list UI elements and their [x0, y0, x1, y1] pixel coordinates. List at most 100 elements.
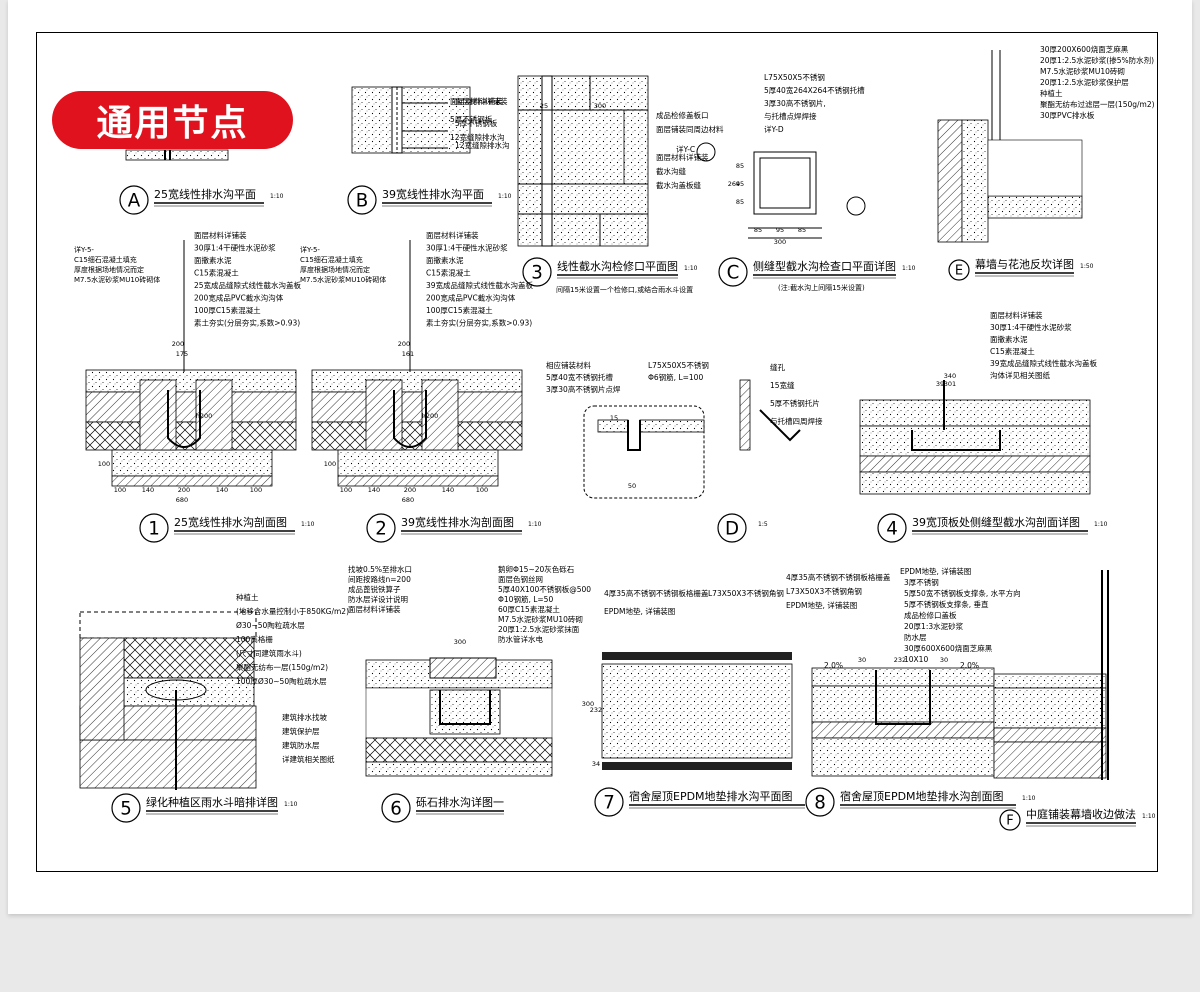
note-c3: 间隔15米设置一个检修口,或结合雨水斗设置	[556, 285, 693, 294]
tag-scale: 1:10	[1142, 813, 1156, 820]
detail-A-plan	[125, 149, 229, 161]
label-s5-0: 种植土	[236, 592, 259, 602]
tag-title: 宿舍屋顶EPDM地垫排水沟剖面图	[840, 789, 1004, 803]
label-d-5: 缝孔	[770, 362, 785, 372]
label-c3-4: 截水沟缝	[656, 166, 686, 176]
tag-title: 39宽线性排水沟平面	[382, 187, 484, 201]
label-c-4: 详Y-D	[764, 124, 784, 134]
label-s1-1: C15细石混凝土填充	[74, 255, 137, 264]
label-d-2: 3厚30高不锈钢片点焊	[546, 384, 621, 394]
tag-number: F	[1006, 814, 1013, 829]
tag-scale: 1:10	[498, 193, 512, 200]
dim-s2-4: 100	[340, 486, 352, 494]
dim-s6-0: 300	[454, 638, 466, 646]
tag-scale: 1:10	[301, 521, 315, 528]
detail-F	[993, 570, 1109, 780]
label-f-5: 20厚1:3水泥砂浆	[904, 621, 964, 631]
label-s5-1: (地移含水量控制小于850KG/m2)	[236, 606, 349, 616]
tag-scale: 1:10	[1022, 795, 1036, 802]
labels-s4: 面层材料详铺装30厚1:4干硬性水泥砂浆面撒素水泥C15素混凝土39宽成品缝隙式…	[990, 310, 1098, 380]
label-s8-1: L73X50X3不锈钢角钢	[786, 586, 862, 596]
tag-title: 幕墙与花池反坎详图	[975, 257, 1074, 271]
label-s5-4: (尺寸同建筑雨水斗)	[236, 648, 302, 658]
tag-circle	[717, 513, 747, 543]
label-s1-9: 200宽成品PVC截水沟沟体	[194, 293, 284, 303]
dim-s4-2: 39	[936, 380, 944, 388]
dim-s2-5: 140	[368, 486, 380, 494]
label-s2-11: 素土夯实(分层夯实,系数>0.93)	[426, 318, 532, 328]
labels-e: 30厚200X600烧面芝麻黑20厚1:2.5水泥砂浆(掺5%防水剂)M7.5水…	[1040, 44, 1155, 120]
label-s1-8: 25宽成品缝隙式线性截水沟盖板	[194, 280, 302, 290]
tag-number: B	[356, 190, 368, 211]
tag-circle	[805, 787, 835, 817]
section-6	[365, 657, 553, 777]
label-s6-9: 60厚C15素混凝土	[498, 604, 560, 614]
tag-circle	[948, 259, 970, 281]
tag-circle	[347, 185, 377, 215]
label-c3-5: 截水沟盖板缝	[656, 180, 701, 190]
labels-s5: 种植土(地移含水量控制小于850KG/m2)Ø30~50陶粒疏水层100高格栅(…	[236, 592, 349, 764]
tag-title: 绿化种植区雨水斗暗排详图	[146, 795, 278, 809]
label-f-6: 防水层	[904, 632, 927, 642]
label-s4-0: 面层材料详铺装	[990, 310, 1043, 320]
dim-s1-4: 100	[114, 486, 126, 494]
label-s8-4: 2.0%	[960, 661, 979, 670]
label-c3-1: 面层铺装同周边材料	[656, 124, 724, 134]
dim-s8-1: 232	[894, 656, 906, 664]
label-s8-0: 4厚35高不锈钢不锈钢板格栅盖	[786, 572, 891, 582]
dim-s2-2: h200	[422, 412, 439, 420]
label-e-0: 30厚200X600烧面芝麻黑	[1040, 44, 1129, 54]
dim-s2-3: 100	[324, 460, 336, 468]
section-5	[79, 611, 257, 790]
label-s6-8: Φ10钢筋, L=50	[498, 594, 553, 604]
label-e-3: 20厚1:2.5水泥砂浆保护层	[1040, 77, 1129, 87]
dim-s7-2: 34	[592, 760, 600, 768]
label-b-1: 5厚不锈钢板	[455, 118, 498, 128]
label-f-0: EPDM地垫, 详铺装图	[900, 566, 971, 576]
tag-scale: 1:10	[684, 265, 698, 272]
tag-title: 39宽线性排水沟剖面图	[401, 515, 514, 529]
label-s7-2: L73X50X3不锈钢角钢	[708, 588, 784, 598]
label-d-1: 5厚40宽不锈钢托槽	[546, 372, 613, 382]
tag-scale: 1:50	[1080, 263, 1094, 270]
label-f-2: 5厚50宽不锈钢板支撑条, 水平方向	[904, 588, 1021, 598]
dim-c-4: 85	[736, 162, 744, 170]
label-s2-0: 详Y-5-	[300, 245, 320, 254]
tag-number: 2	[375, 518, 387, 539]
labels-s8: 4厚35高不锈钢不锈钢板格栅盖 L73X50X3不锈钢角钢 EPDM地垫, 详铺装图…	[786, 572, 979, 670]
label-s1-3: M7.5水泥砂浆MU10砖砌体	[74, 275, 160, 284]
tag-title: 25宽线性排水沟平面	[154, 187, 256, 201]
dim-s4-0: 340	[944, 372, 956, 380]
label-s2-7: C15素混凝土	[426, 268, 471, 278]
label-b-2: 12宽缝隙排水沟	[455, 140, 510, 150]
tag-scale: 1:10	[528, 521, 542, 528]
tag-circle	[718, 257, 748, 287]
label-s4-2: 面撒素水泥	[990, 334, 1028, 344]
label-s8-2: EPDM地垫, 详铺装图	[786, 600, 857, 610]
label-s5-2: Ø30~50陶粒疏水层	[236, 620, 305, 630]
label-a-0: 面层材料详铺装	[450, 96, 503, 106]
dim-c-2: 85	[798, 226, 806, 234]
tag-number: 3	[531, 262, 543, 283]
tag-scale: 1:10	[1094, 521, 1108, 528]
label-s2-5: 30厚1:4干硬性水泥砂浆	[426, 243, 508, 253]
dim-c-6: 85	[736, 198, 744, 206]
label-d-7: 5厚不锈钢托片	[770, 398, 820, 408]
dim-d-1: 15	[610, 414, 618, 422]
tag-number: A	[128, 190, 141, 211]
tag-s7: 7宿舍屋顶EPDM地垫排水沟平面图1:5	[594, 787, 821, 817]
dim-s1-3: 100	[98, 460, 110, 468]
tag-s2: 2 39宽线性排水沟剖面图 1:10	[366, 513, 542, 543]
labels-s6: 找坡0.5%至排水口间距按路线n=200成品蓖锐铁算子防水层详设计说明面层材料详…	[348, 564, 591, 644]
labels-s1: 详Y-5-C15细石混凝土填充厚度根据场地情况而定M7.5水泥砂浆MU10砖砌体…	[74, 230, 302, 328]
dim-s2-7: 140	[442, 486, 454, 494]
label-e-1: 20厚1:2.5水泥砂浆(掺5%防水剂)	[1040, 55, 1154, 65]
dim-s4-1: 301	[944, 380, 956, 388]
label-s1-0: 详Y-5-	[74, 245, 94, 254]
